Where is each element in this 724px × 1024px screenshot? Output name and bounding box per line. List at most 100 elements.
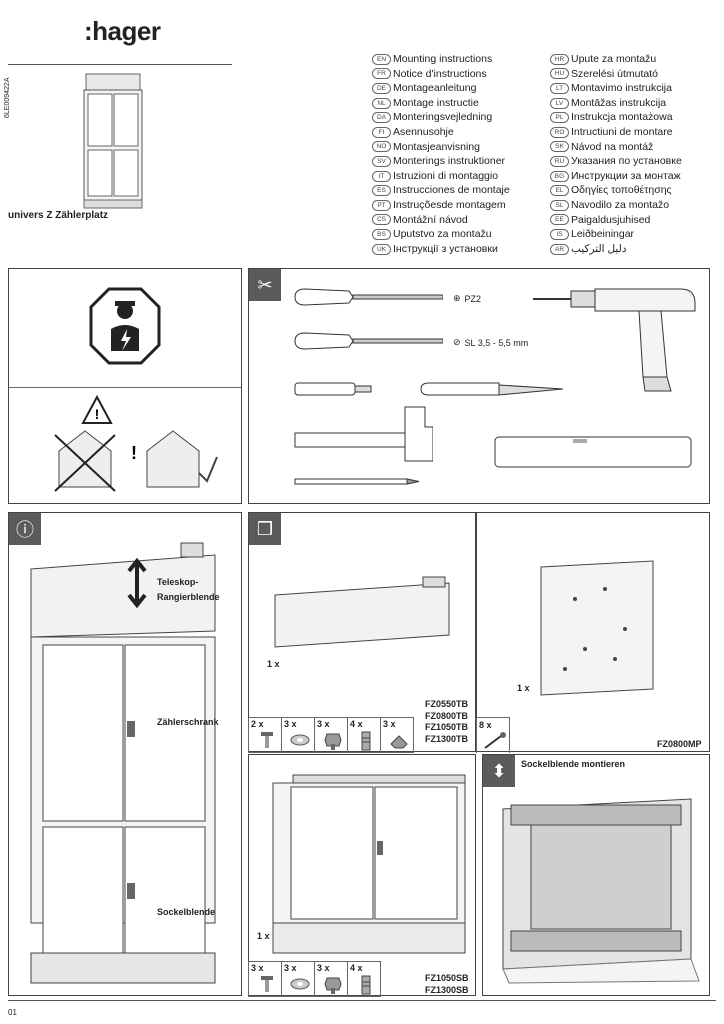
cabinet-with-base xyxy=(272,774,466,954)
language-label: Instruçõesde montagem xyxy=(393,198,506,211)
language-label: دليل التركيب xyxy=(571,242,627,255)
warning-panel: ! ! xyxy=(8,268,242,504)
footer-divider xyxy=(8,1000,716,1001)
article-code: FZ0800TB xyxy=(425,710,469,721)
drill-icon xyxy=(533,288,696,392)
info-panel: ⓘ Teleskop- Rangierblende Zählerschrank … xyxy=(8,512,242,996)
part-qty: 3 x xyxy=(251,963,264,973)
language-code-badge: UK xyxy=(372,243,391,255)
part-cell: 3 x xyxy=(281,961,315,997)
language-code-badge: NL xyxy=(372,97,391,109)
language-label: Montage instructie xyxy=(393,96,479,109)
part-qty: 3 x xyxy=(317,719,330,729)
language-label: Οδηγίες τοποθέτησης xyxy=(571,184,672,197)
chisel-icon xyxy=(294,382,372,396)
label-zaehlerschrank: Zählerschrank xyxy=(157,717,219,727)
language-code-badge: LV xyxy=(550,97,569,109)
language-label: Asennusohje xyxy=(393,125,454,138)
language-label: Notice d'instructions xyxy=(393,67,487,80)
language-label: Montāžas instrukcija xyxy=(571,96,667,109)
tools-icon: ✂ xyxy=(249,269,281,301)
part-cell: 4 x xyxy=(347,961,381,997)
screwdrivers xyxy=(294,288,443,350)
pz-label: ⊕PZ2 xyxy=(453,293,482,304)
mount-title: Sockelblende montieren xyxy=(521,759,626,769)
long-screw-icon xyxy=(484,732,506,749)
language-label: Montageanleitung xyxy=(393,82,477,95)
language-label: Mounting instructions xyxy=(393,53,493,65)
mounting-plate xyxy=(540,560,654,696)
article-code: FZ1300TB xyxy=(425,733,469,744)
part-qty: 3 x xyxy=(317,963,330,973)
language-code-badge: SL xyxy=(550,199,569,211)
sb-qty: 1 x xyxy=(257,931,270,941)
language-code-badge: EL xyxy=(550,185,569,197)
base-mounting-illustration xyxy=(502,798,700,984)
knife-icon xyxy=(420,382,564,396)
bolt-icon xyxy=(354,974,378,1001)
mount-base-panel: ⬍ Sockelblende montieren xyxy=(482,754,710,996)
language-code-badge: PT xyxy=(372,199,391,211)
mp-code: FZ0800MP xyxy=(657,739,702,749)
header-divider xyxy=(8,64,232,65)
part-cell: 3 x xyxy=(281,717,315,753)
part-cell: 3 x xyxy=(314,717,348,753)
language-code-badge: FR xyxy=(372,68,391,80)
language-code-badge: EE xyxy=(550,214,569,226)
cabinet-overview xyxy=(30,542,216,984)
language-label: Szerelési útmutató xyxy=(571,67,658,80)
language-code-badge: SV xyxy=(372,155,391,167)
package-icon: ❒ xyxy=(249,513,281,545)
language-label: Інструкції з установки xyxy=(393,242,498,255)
language-code-badge: IT xyxy=(372,170,391,182)
language-label: Instrucciones de montaje xyxy=(393,184,510,197)
language-label: Návod na montáž xyxy=(571,140,654,153)
product-thumbnail xyxy=(83,73,143,209)
spirit-level-icon xyxy=(494,436,692,468)
language-code-badge: DE xyxy=(372,82,391,94)
article-code: FZ0550TB xyxy=(425,699,469,709)
phillips-icon: ⊕ xyxy=(453,293,461,303)
part-qty: 4 x xyxy=(350,963,363,973)
language-code-badge: HU xyxy=(550,68,569,80)
part-cell: 3 x xyxy=(248,961,282,997)
mount-step-icon: ⬍ xyxy=(483,755,515,787)
language-code-badge: DA xyxy=(372,112,391,124)
part-qty: 4 x xyxy=(350,719,363,729)
svg-text:!: ! xyxy=(131,443,137,463)
pencil-icon xyxy=(294,478,420,485)
screw-icon xyxy=(255,730,279,757)
product-title: univers Z Zählerplatz xyxy=(8,210,109,221)
language-code-badge: IS xyxy=(550,228,569,240)
part-cell: 2 x xyxy=(248,717,282,753)
page-number: 01 xyxy=(8,1008,17,1017)
language-label: Paigaldusjuhised xyxy=(571,213,651,226)
language-label: Upute za montažu xyxy=(571,53,657,65)
language-code-badge: ES xyxy=(372,185,391,197)
language-code-badge: AR xyxy=(550,243,569,255)
language-code-badge: RU xyxy=(550,155,569,167)
sl-label: ⊘SL 3,5 - 5,5 mm xyxy=(453,337,529,348)
document-code: 6LE009422A xyxy=(4,77,11,118)
language-code-badge: FI xyxy=(372,126,391,138)
